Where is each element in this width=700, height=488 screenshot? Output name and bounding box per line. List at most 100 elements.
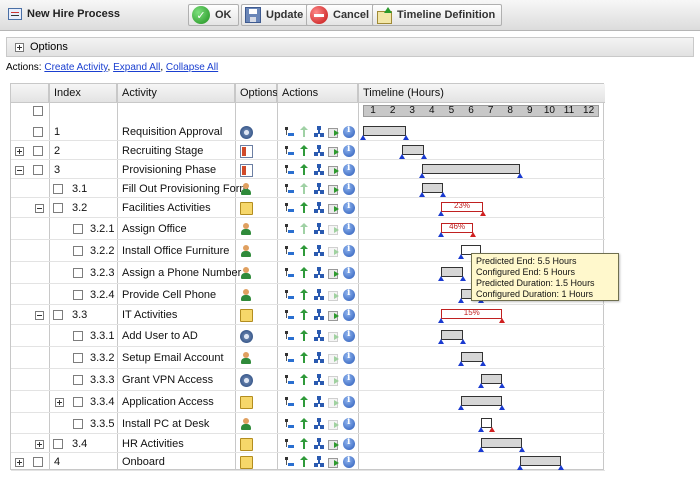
link-icon[interactable] bbox=[328, 456, 340, 468]
row-checkbox[interactable] bbox=[33, 165, 43, 175]
link-icon[interactable] bbox=[328, 438, 340, 450]
move-icon[interactable] bbox=[298, 267, 310, 279]
link-icon[interactable] bbox=[328, 309, 340, 321]
person-icon[interactable] bbox=[240, 289, 253, 302]
gear-icon[interactable] bbox=[240, 374, 253, 387]
add-subactivity-icon[interactable] bbox=[283, 145, 295, 157]
gantt-bar[interactable]: 15% bbox=[441, 308, 503, 319]
gantt-bar[interactable] bbox=[441, 330, 463, 340]
gantt-bar[interactable]: 23% bbox=[441, 201, 483, 212]
link-icon[interactable] bbox=[328, 289, 340, 301]
expand-icon[interactable] bbox=[35, 440, 44, 449]
dependency-icon[interactable] bbox=[313, 126, 325, 138]
info-icon[interactable] bbox=[343, 437, 355, 450]
gantt-bar[interactable] bbox=[480, 374, 503, 384]
dependency-icon[interactable] bbox=[313, 309, 325, 321]
move-icon[interactable] bbox=[298, 289, 310, 301]
add-subactivity-icon[interactable] bbox=[283, 330, 295, 342]
link-icon[interactable] bbox=[328, 245, 340, 257]
activity-name[interactable]: Install PC at Desk bbox=[122, 418, 210, 430]
activity-header[interactable]: Activity bbox=[117, 84, 235, 103]
info-icon[interactable] bbox=[343, 373, 355, 386]
row-checkbox[interactable] bbox=[73, 268, 83, 278]
folder-icon[interactable] bbox=[240, 456, 253, 469]
link-icon[interactable] bbox=[328, 145, 340, 157]
info-icon[interactable] bbox=[343, 182, 355, 195]
info-icon[interactable] bbox=[343, 455, 355, 468]
move-icon[interactable] bbox=[298, 352, 310, 364]
folder-icon[interactable] bbox=[240, 396, 253, 409]
row-checkbox[interactable] bbox=[73, 331, 83, 341]
move-icon[interactable] bbox=[298, 374, 310, 386]
dependency-icon[interactable] bbox=[313, 396, 325, 408]
activity-name[interactable]: Assign Office bbox=[122, 223, 187, 235]
add-subactivity-icon[interactable] bbox=[283, 374, 295, 386]
activity-name[interactable]: Grant VPN Access bbox=[122, 374, 214, 386]
info-icon[interactable] bbox=[343, 125, 355, 138]
info-icon[interactable] bbox=[343, 163, 355, 176]
move-icon[interactable] bbox=[298, 245, 310, 257]
row-checkbox[interactable] bbox=[33, 457, 43, 467]
add-subactivity-icon[interactable] bbox=[283, 309, 295, 321]
link-icon[interactable] bbox=[328, 202, 340, 214]
move-icon[interactable] bbox=[298, 126, 310, 138]
options-header[interactable]: Options bbox=[235, 84, 278, 103]
link-icon[interactable] bbox=[328, 330, 340, 342]
move-icon[interactable] bbox=[298, 456, 310, 468]
index-header[interactable]: Index bbox=[49, 84, 117, 103]
collapse-all-link[interactable]: Collapse All bbox=[165, 62, 219, 73]
dependency-icon[interactable] bbox=[313, 456, 325, 468]
move-icon[interactable] bbox=[298, 223, 310, 235]
add-subactivity-icon[interactable] bbox=[283, 245, 295, 257]
dependency-icon[interactable] bbox=[313, 267, 325, 279]
dependency-icon[interactable] bbox=[313, 164, 325, 176]
link-icon[interactable] bbox=[328, 352, 340, 364]
person-icon[interactable] bbox=[240, 352, 253, 365]
row-checkbox[interactable] bbox=[33, 127, 43, 137]
info-icon[interactable] bbox=[343, 266, 355, 279]
gear-icon[interactable] bbox=[240, 330, 253, 343]
activity-name[interactable]: Recruiting Stage bbox=[122, 145, 204, 157]
move-icon[interactable] bbox=[298, 183, 310, 195]
add-subactivity-icon[interactable] bbox=[283, 438, 295, 450]
page-icon[interactable] bbox=[240, 164, 253, 177]
info-icon[interactable] bbox=[343, 201, 355, 214]
activity-name[interactable]: Install Office Furniture bbox=[122, 245, 230, 257]
row-checkbox[interactable] bbox=[73, 224, 83, 234]
create-activity-link[interactable]: Create Activity bbox=[44, 62, 108, 73]
gantt-bar[interactable] bbox=[421, 183, 444, 193]
dependency-icon[interactable] bbox=[313, 145, 325, 157]
dependency-icon[interactable] bbox=[313, 245, 325, 257]
move-icon[interactable] bbox=[298, 145, 310, 157]
link-icon[interactable] bbox=[328, 164, 340, 176]
activity-name[interactable]: IT Activities bbox=[122, 309, 178, 321]
link-icon[interactable] bbox=[328, 183, 340, 195]
dependency-icon[interactable] bbox=[313, 330, 325, 342]
actions-header[interactable]: Actions bbox=[277, 84, 358, 103]
add-subactivity-icon[interactable] bbox=[283, 183, 295, 195]
dependency-icon[interactable] bbox=[313, 289, 325, 301]
folder-icon[interactable] bbox=[240, 309, 253, 322]
dependency-icon[interactable] bbox=[313, 183, 325, 195]
link-icon[interactable] bbox=[328, 396, 340, 408]
row-checkbox[interactable] bbox=[53, 310, 63, 320]
activity-name[interactable]: Add User to AD bbox=[122, 330, 198, 342]
activity-name[interactable]: Setup Email Account bbox=[122, 352, 224, 364]
row-checkbox[interactable] bbox=[73, 397, 83, 407]
move-icon[interactable] bbox=[298, 202, 310, 214]
gantt-bar[interactable] bbox=[519, 456, 561, 466]
info-icon[interactable] bbox=[343, 351, 355, 364]
folder-icon[interactable] bbox=[240, 438, 253, 451]
add-subactivity-icon[interactable] bbox=[283, 223, 295, 235]
update-button[interactable]: Update bbox=[241, 4, 311, 26]
activity-name[interactable]: Fill Out Provisioning Form bbox=[122, 183, 249, 195]
